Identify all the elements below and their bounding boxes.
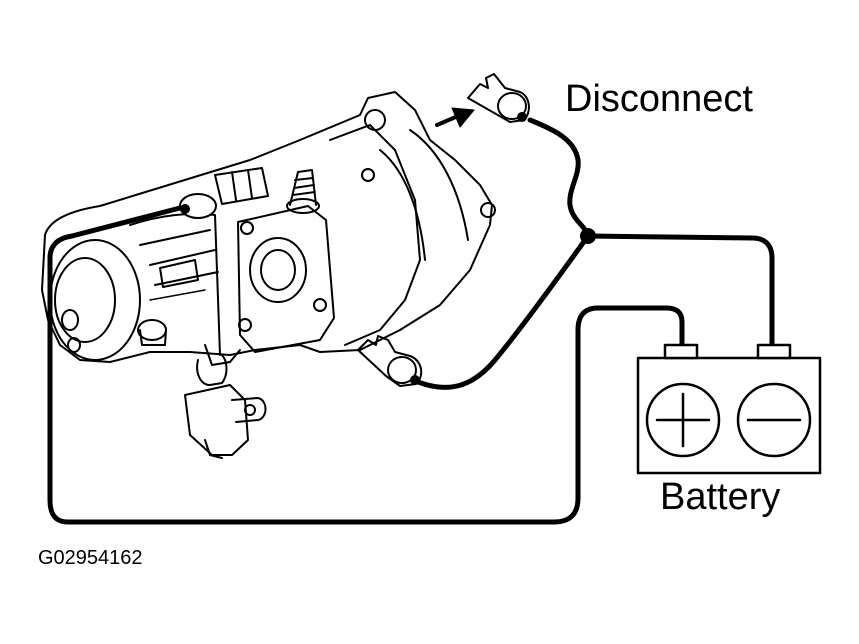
disconnect-arrow <box>435 107 475 128</box>
figure-id-label: G02954162 <box>38 547 143 569</box>
wire-junction <box>580 228 596 244</box>
terminal-clamp <box>179 193 217 219</box>
starter-motor <box>41 91 496 459</box>
battery <box>636 343 822 475</box>
lead-wires <box>47 117 775 525</box>
battery-label: Battery <box>660 476 781 518</box>
battery-negative-terminal-icon <box>736 382 812 458</box>
terminal-connector-disconnected <box>467 73 530 123</box>
disconnect-label: Disconnect <box>565 78 753 120</box>
battery-positive-terminal-icon <box>645 382 721 458</box>
lead-clip <box>357 335 423 387</box>
